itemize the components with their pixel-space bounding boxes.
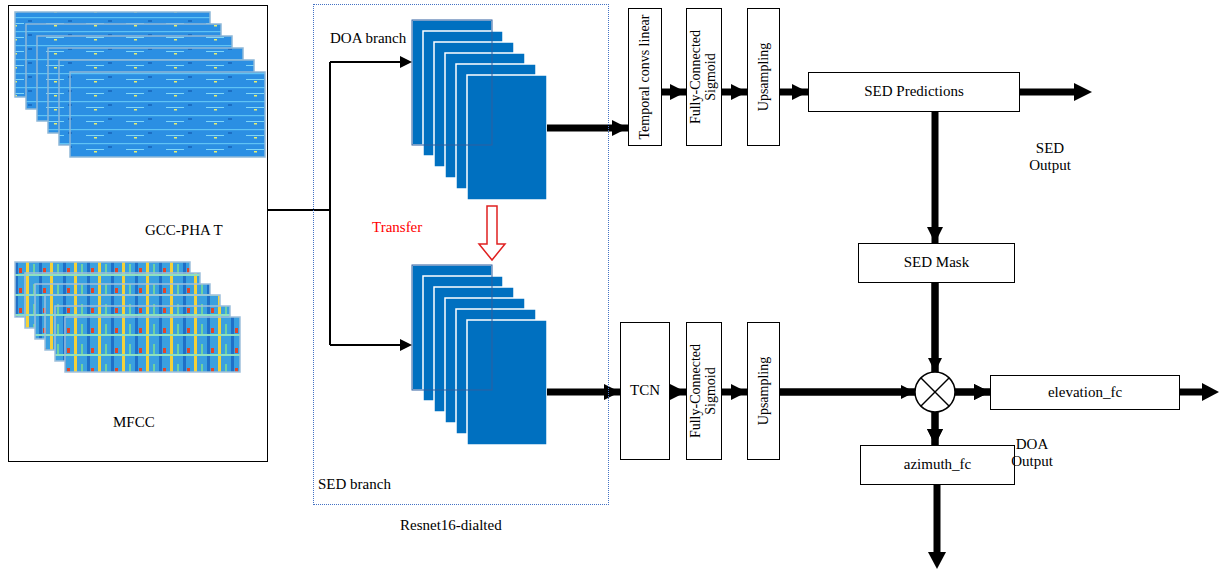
branch-arrows bbox=[313, 62, 402, 345]
node-text: Temporal convs linear bbox=[638, 12, 653, 142]
feature-map-stack bbox=[412, 20, 547, 445]
node-text: azimuth_fc bbox=[900, 456, 975, 473]
group-box: GCC-PHA T MFCC bbox=[8, 5, 268, 462]
transfer-arrow bbox=[479, 206, 505, 260]
flow-arrow bbox=[722, 389, 747, 396]
process-box: elevation_fc bbox=[990, 375, 1180, 410]
vertical-layer-box: Temporal convs linear bbox=[628, 8, 662, 146]
node-text: Fully-Connected Sigmoid bbox=[689, 12, 718, 142]
flow-arrow bbox=[268, 209, 313, 211]
process-box: SED Predictions bbox=[808, 72, 1020, 112]
branch-label: SED branch bbox=[318, 476, 391, 493]
output-label: DOA Output bbox=[1000, 436, 1064, 471]
group-box: Resnet16-dialted bbox=[313, 4, 609, 505]
vertical-layer-box: Fully-Connected Sigmoid bbox=[686, 322, 722, 460]
node-text: Upsampling bbox=[756, 12, 771, 142]
node-text: Resnet16-dialted bbox=[400, 517, 502, 534]
output-arrowheads bbox=[928, 83, 1219, 569]
process-box: TCN bbox=[620, 322, 670, 460]
transfer-label: Transfer bbox=[372, 219, 422, 236]
multiply-junction bbox=[901, 358, 955, 412]
node-text: MFCC bbox=[109, 414, 159, 431]
flow-arrow bbox=[670, 389, 686, 396]
vertical-layer-box: Upsampling bbox=[747, 322, 780, 460]
output-label: SED Output bbox=[1018, 140, 1082, 175]
flow-arrow bbox=[609, 389, 620, 396]
vertical-layer-box: Fully-Connected Sigmoid bbox=[686, 8, 722, 146]
gcc-phat-image bbox=[15, 12, 265, 157]
branch-label: DOA branch bbox=[330, 30, 406, 47]
process-box: azimuth_fc bbox=[860, 445, 1015, 485]
vertical-layer-box: Upsampling bbox=[747, 8, 780, 146]
flow-arrow bbox=[780, 89, 808, 96]
node-text: Upsampling bbox=[756, 326, 771, 456]
node-text: GCC-PHA T bbox=[141, 222, 227, 239]
node-text: SED Predictions bbox=[860, 83, 968, 100]
node-text: SED Mask bbox=[900, 254, 973, 271]
flow-arrow bbox=[609, 125, 628, 132]
stack-output-lines bbox=[547, 128, 609, 392]
flow-arrow bbox=[932, 112, 939, 243]
branch-arrowheads bbox=[400, 56, 412, 351]
node-text: TCN bbox=[626, 382, 664, 399]
flow-arrow bbox=[662, 89, 686, 96]
mfcc-image bbox=[15, 262, 240, 372]
flow-arrow bbox=[722, 89, 747, 96]
flow-arrow bbox=[780, 392, 935, 445]
process-box: SED Mask bbox=[858, 243, 1015, 283]
node-text: Fully-Connected Sigmoid bbox=[689, 326, 718, 456]
node-text: elevation_fc bbox=[1044, 384, 1126, 401]
